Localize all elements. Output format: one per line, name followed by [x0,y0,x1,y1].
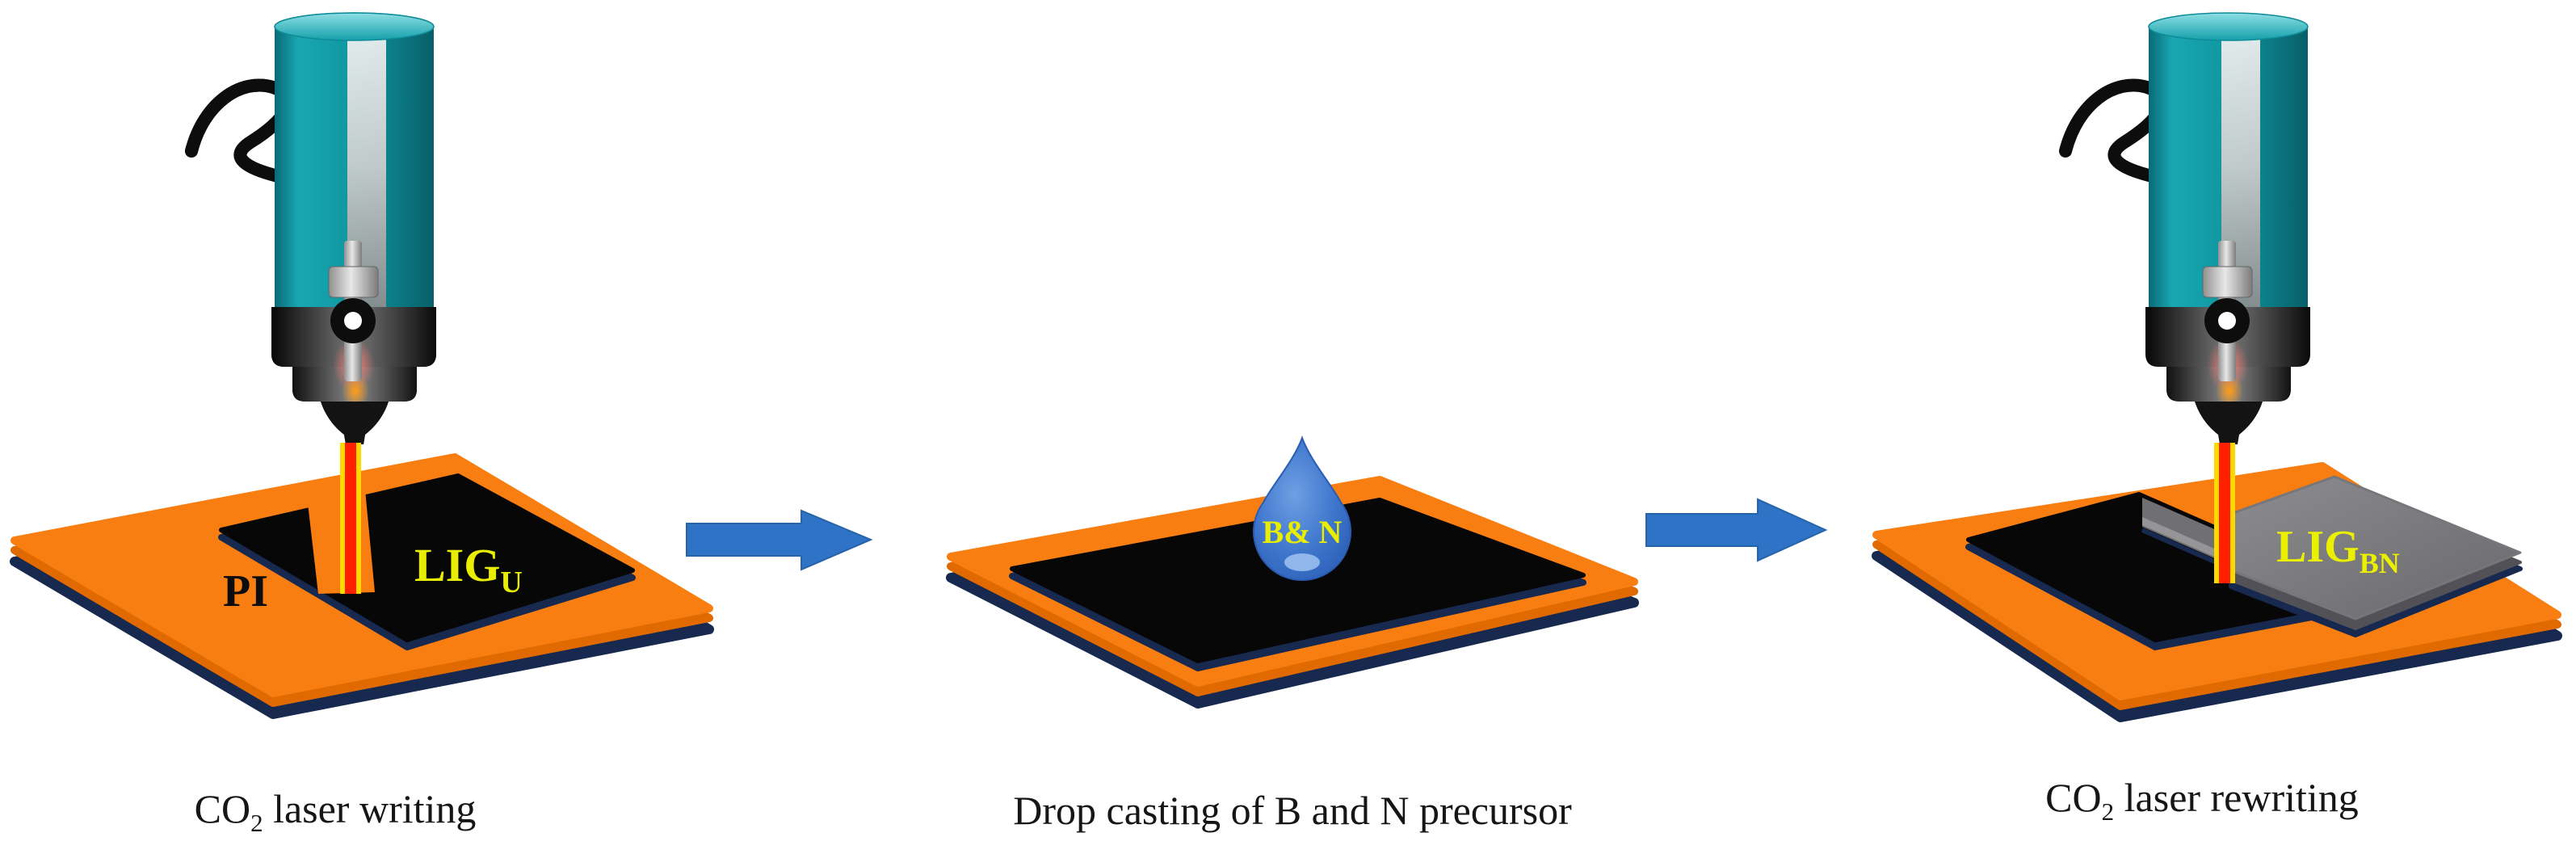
caption-step-1: CO2 laser writing [195,785,477,838]
lig-u-label: LIGU [414,539,523,599]
pi-substrate-left [10,453,714,719]
caption-step-1-suffix: laser writing [263,786,477,831]
laser-beam-left [340,443,361,594]
droplet-icon [1253,435,1351,581]
beam-red [345,443,356,594]
lig-u-sub: U [500,566,522,599]
caption-step-2-text: Drop casting of B and N precursor [1013,788,1572,833]
beam-red [2219,443,2230,583]
caption-step-3: CO2 laser rewriting [2045,774,2359,826]
step-3-laser-rewriting: LIGBN [1872,13,2562,722]
arrow-right-icon [1645,498,1828,562]
droplet-body [1253,435,1351,581]
caption-step-1-prefix: CO [194,786,251,831]
pi-substrate-right [1872,462,2562,722]
lig-bn-label: LIGBN [2276,522,2400,579]
laser-head-left [191,13,436,444]
droplet-label: B& N [1263,514,1343,550]
written-strip-highlight [2142,517,2231,564]
arrow-right-icon [686,509,873,571]
caption-step-3-suffix: laser rewriting [2114,775,2359,820]
laser-beam-right [2214,443,2235,583]
lig-bn-main: LIG [2276,522,2360,572]
caption-step-2: Drop casting of B and N precursor [1013,787,1571,834]
lig-bn-sub: BN [2360,547,2400,579]
caption-step-3-prefix: CO [2045,775,2102,820]
step-2-drop-casting: B& N [946,435,1639,709]
caption-step-3-sub: 2 [2101,797,2115,826]
laser-head-right [2065,13,2310,444]
caption-step-1-sub: 2 [250,809,263,837]
lig-bn-slab [2229,475,2523,637]
lig-u-main: LIG [414,539,500,591]
pi-label: PI [223,566,268,616]
step-1-laser-writing: PI LIGU [10,13,714,719]
droplet-highlight [1284,553,1320,571]
